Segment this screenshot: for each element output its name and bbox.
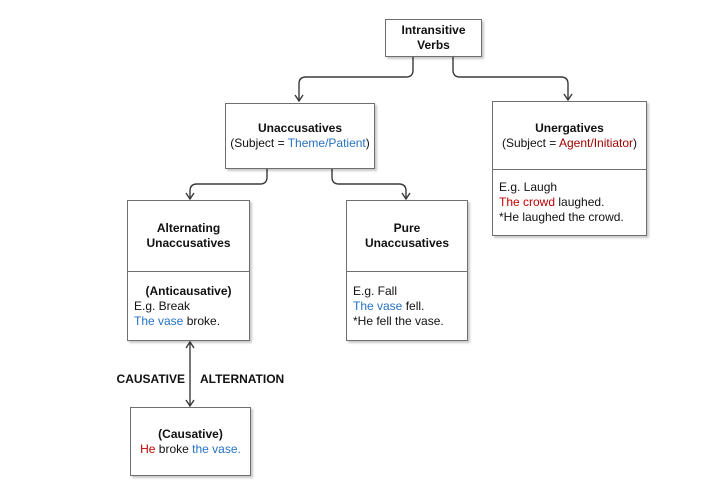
- node-pure-head: Pure Unaccusatives: [347, 201, 467, 271]
- sentence-verb: broke: [155, 441, 193, 456]
- arrowhead-unaccusatives: [294, 94, 304, 103]
- pure-example-label: E.g. Fall: [353, 283, 398, 298]
- unergatives-ungrammatical-example: *He laughed the crowd.: [499, 210, 624, 224]
- unergatives-grammatical-example: The crowd laughed.: [493, 195, 646, 210]
- alternating-example-label: E.g. Break: [134, 298, 191, 313]
- pure-grammatical-example: The vase fell.: [347, 299, 467, 314]
- subject-suffix: ): [365, 136, 370, 150]
- grammatical-rest: laughed.: [555, 195, 605, 209]
- node-title-alternating-unaccusatives: Alternating Unaccusatives: [146, 221, 231, 250]
- grammatical-rest: broke.: [183, 313, 221, 328]
- arrowhead-alternation-up: [185, 340, 195, 349]
- alternating-grammatical-example: The vase broke.: [128, 314, 249, 329]
- node-title-unergatives: Unergatives: [535, 120, 604, 135]
- connector-unaccusatives-to-alternating: [189, 169, 268, 199]
- connector-root-to-unergatives: [452, 57, 569, 100]
- subject-prefix: (Subject =: [501, 135, 559, 150]
- node-alternating-body: (Anticausative) E.g. Break The vase brok…: [128, 271, 249, 340]
- node-alternating-unaccusatives: Alternating Unaccusatives (Anticausative…: [127, 200, 250, 341]
- node-alternating-head: Alternating Unaccusatives: [128, 201, 249, 271]
- arrowhead-alternation-down: [185, 399, 195, 408]
- grammatical-rest: fell.: [402, 298, 425, 313]
- node-pure-unaccusatives: Pure Unaccusatives E.g. Fall The vase fe…: [346, 200, 468, 341]
- sentence-object: the vase.: [192, 441, 241, 456]
- node-unergatives: Unergatives (Subject = Agent/Initiator) …: [492, 101, 647, 236]
- subject-role-theme-patient: Theme/Patient: [287, 136, 366, 150]
- node-unaccusatives-head: Unaccusatives (Subject = Theme/Patient): [226, 104, 374, 168]
- connector-unaccusatives-to-pure: [331, 169, 407, 199]
- causative-sentence: He broke the vase.: [140, 442, 241, 457]
- subject-prefix: (Subject =: [230, 136, 288, 150]
- connector-root-to-unaccusatives: [298, 57, 414, 101]
- sentence-subject: He: [140, 441, 156, 456]
- node-intransitive-verbs: Intransitive Verbs: [385, 19, 482, 57]
- subject-suffix: ): [633, 135, 638, 150]
- alternating-subtitle-anticausative: (Anticausative): [145, 283, 232, 298]
- unergatives-subject-line: (Subject = Agent/Initiator): [502, 136, 637, 151]
- subject-role-agent-initiator: Agent/Initiator: [559, 135, 634, 150]
- unergatives-example-label: E.g. Laugh: [499, 180, 558, 194]
- node-unaccusatives: Unaccusatives (Subject = Theme/Patient): [225, 103, 375, 169]
- node-unergatives-body: E.g. Laugh The crowd laughed. *He laughe…: [493, 169, 646, 235]
- node-title-intransitive-verbs: Intransitive Verbs: [401, 23, 466, 52]
- grammatical-subject: The crowd: [499, 195, 556, 209]
- node-causative: (Causative) He broke the vase.: [130, 407, 251, 476]
- grammatical-subject: The vase: [134, 313, 184, 328]
- node-causative-head: (Causative) He broke the vase.: [131, 408, 250, 475]
- arrowhead-unergatives: [563, 93, 573, 102]
- causative-alternation-label-right: ALTERNATION: [200, 372, 285, 386]
- arrowhead-alternating: [185, 192, 195, 201]
- grammatical-subject: The vase: [353, 298, 403, 313]
- arrowhead-pure: [401, 192, 411, 201]
- node-title-unaccusatives: Unaccusatives: [257, 121, 343, 135]
- node-pure-body: E.g. Fall The vase fell. *He fell the va…: [347, 271, 467, 340]
- causative-subtitle: (Causative): [158, 426, 223, 441]
- node-intransitive-verbs-head: Intransitive Verbs: [386, 20, 481, 56]
- node-unergatives-head: Unergatives (Subject = Agent/Initiator): [493, 102, 646, 169]
- unaccusatives-subject-line: (Subject = Theme/Patient): [230, 136, 370, 151]
- causative-alternation-label-left: CAUSATIVE: [116, 372, 185, 386]
- pure-ungrammatical-example: *He fell the vase.: [353, 313, 444, 328]
- node-title-pure-unaccusatives: Pure Unaccusatives: [364, 221, 450, 250]
